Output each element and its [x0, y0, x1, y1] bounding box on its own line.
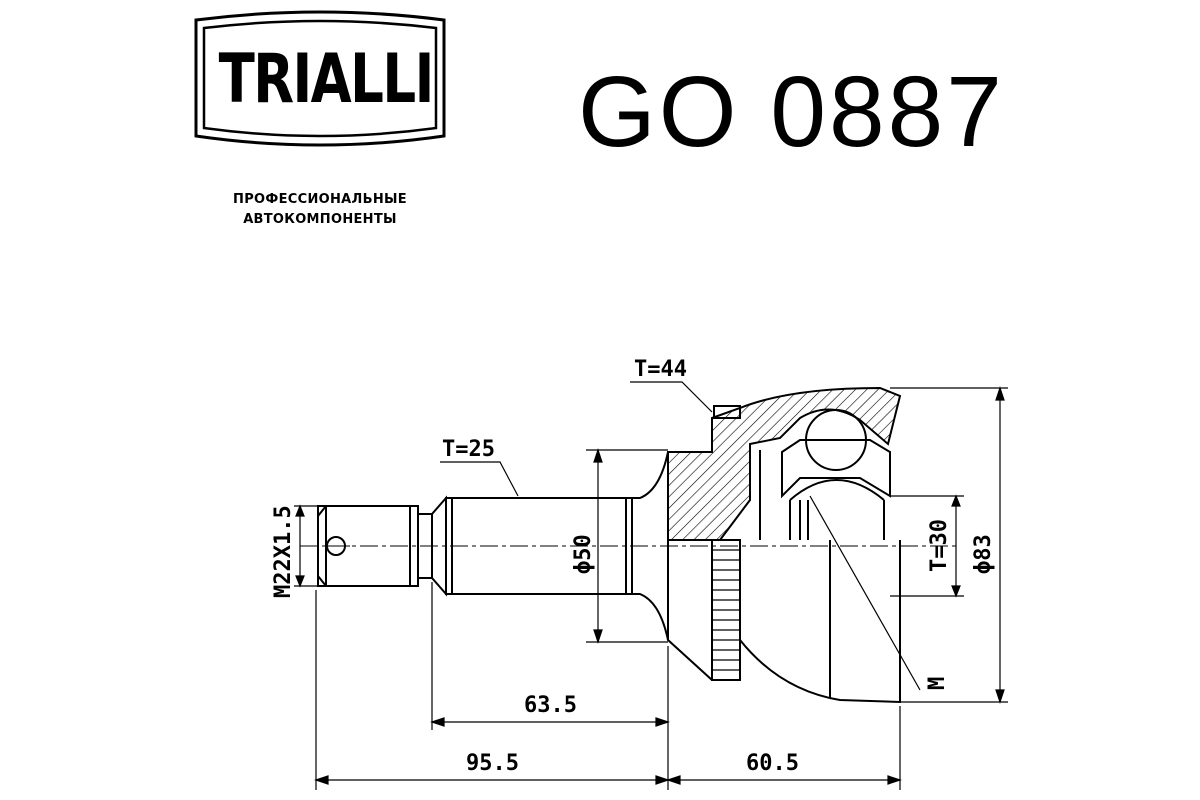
- label-abs-teeth: T=44: [634, 357, 687, 382]
- label-marker: M: [925, 677, 950, 690]
- label-shaft-diameter: ϕ50: [571, 534, 596, 574]
- tagline-line-2: АВТОКОМПОНЕНТЫ: [243, 212, 397, 227]
- dimension-shaft-length: 63.5: [524, 693, 577, 718]
- leader-lines: [440, 381, 921, 691]
- brand-tagline: ПРОФЕССИОНАЛЬНЫЕ АВТОКОМПОНЕНТЫ: [190, 190, 450, 230]
- housing-body: [667, 540, 901, 704]
- dimension-total-outer-length: 95.5: [466, 751, 519, 776]
- abs-ring: [711, 405, 741, 681]
- label-housing-diameter: ϕ83: [971, 534, 996, 574]
- label-thread: M22X1.5: [271, 505, 296, 598]
- dimension-housing-length: 60.5: [746, 751, 799, 776]
- label-inner-spline: T=30: [927, 519, 952, 572]
- housing-section-hatched: [667, 386, 902, 541]
- logo-text: TRIALLI: [218, 40, 435, 119]
- part-number: GO 0887: [578, 56, 1005, 168]
- label-outer-spline: T=25: [442, 437, 495, 462]
- logo-frame: [194, 10, 446, 147]
- brand-logo: TRIALLI: [190, 8, 450, 160]
- tagline-line-1: ПРОФЕССИОНАЛЬНЫЕ: [233, 192, 407, 207]
